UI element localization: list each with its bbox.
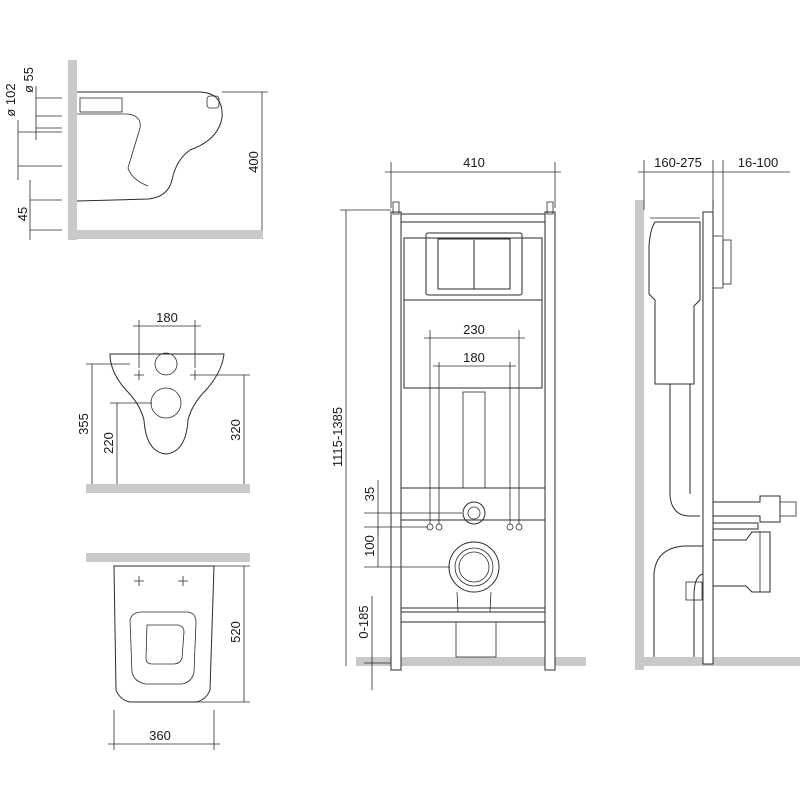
frame-lower-box (400, 487, 546, 609)
wall (68, 60, 77, 240)
bowl-outline (76, 91, 223, 202)
dim-355: 355 (76, 413, 91, 435)
bolt-right (178, 576, 188, 586)
fixing-stud (712, 522, 759, 530)
bowl-top-outline (113, 565, 215, 703)
cistern (403, 237, 543, 389)
dim-360: 360 (149, 728, 171, 743)
waste-connector (685, 581, 703, 601)
inlet-connector (713, 495, 781, 523)
floor (68, 230, 263, 239)
seat-opening-outer (129, 611, 197, 685)
bowl-side-view: ø 55 ø 102 45 400 (3, 60, 268, 240)
dim-230: 230 (463, 322, 485, 337)
outlet-connector (712, 531, 771, 593)
waste-bend (653, 545, 703, 657)
flush-pipe (462, 391, 486, 489)
frame-side-view: 160-275 16-100 (635, 155, 800, 670)
dim-320: 320 (228, 419, 243, 441)
flush-plate-side (712, 235, 724, 289)
dim-100: 100 (362, 535, 377, 557)
inlet-cap (779, 501, 797, 517)
water-inlet (462, 501, 486, 525)
dim-400: 400 (246, 151, 261, 173)
frame-top-bracket-right (546, 201, 554, 215)
flush-pipe-side (669, 384, 700, 517)
dim-d102: ø 102 (3, 83, 18, 116)
bolt-left (134, 370, 144, 380)
frame-front-view: 410 230 180 1115-1385 35 100 0-185 (330, 155, 586, 690)
inlet-recess (79, 97, 123, 113)
frame-upright-left (390, 211, 402, 671)
flush-button-side (722, 239, 732, 285)
seat-opening-inner (145, 624, 185, 665)
waste-outlet (448, 541, 500, 593)
bowl-front-outline (109, 353, 225, 455)
bowl-inner-line (77, 113, 149, 187)
dim-1115-1385: 1115-1385 (330, 407, 345, 467)
dim-180-frame: 180 (463, 350, 485, 365)
outlet-elbow (455, 621, 497, 658)
dim-35: 35 (362, 487, 377, 501)
dim-410: 410 (463, 155, 485, 170)
flush-plate (425, 232, 523, 296)
wall (635, 200, 644, 670)
floor (86, 484, 250, 493)
dim-45: 45 (15, 207, 30, 221)
dim-d55: ø 55 (21, 67, 36, 93)
frame-top-bracket-left (392, 201, 400, 215)
bowl-front-view: 180 355 220 320 (76, 310, 250, 493)
dim-16-100: 16-100 (738, 155, 778, 170)
bolt-left (134, 576, 144, 586)
dim-180-front: 180 (156, 310, 178, 325)
dim-0-185: 0-185 (356, 605, 371, 638)
floor (635, 657, 800, 666)
outlet-circle (150, 387, 182, 419)
bowl-top-view: 520 360 (86, 553, 250, 750)
bolt-right (190, 370, 200, 380)
outlet-pipe (456, 591, 492, 613)
frame-upright (702, 211, 714, 665)
wall (86, 553, 250, 562)
cistern-side (648, 221, 701, 385)
floor (356, 657, 586, 666)
inlet-circle (154, 352, 178, 376)
dim-520: 520 (228, 621, 243, 643)
rim-detail (206, 95, 220, 109)
dim-220: 220 (101, 432, 116, 454)
frame-upright-right (544, 211, 556, 671)
cistern-lower (403, 299, 543, 389)
dim-160-275: 160-275 (654, 155, 702, 170)
